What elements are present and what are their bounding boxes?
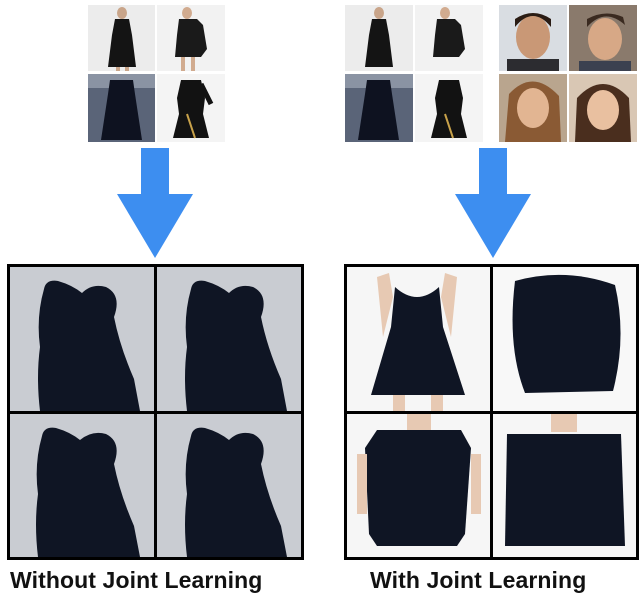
generated-dress-output (347, 414, 490, 557)
input-face-image (499, 5, 567, 71)
input-face-image (569, 5, 637, 71)
input-dress-image (88, 74, 155, 142)
input-dress-image (415, 74, 483, 142)
input-dress-image (345, 5, 413, 71)
input-face-image (569, 74, 637, 142)
generated-dress-output (347, 267, 490, 411)
down-arrow-icon (117, 148, 193, 258)
generated-dress-output (493, 414, 636, 557)
input-dress-image (345, 74, 413, 142)
blurry-dress-output (157, 414, 301, 557)
input-face-image (499, 74, 567, 142)
blurry-dress-output (10, 414, 154, 557)
input-dress-image (157, 5, 225, 71)
input-dress-image (88, 5, 155, 71)
left-caption: Without Joint Learning (10, 567, 263, 593)
down-arrow-icon (455, 148, 531, 258)
blurry-dress-output (10, 267, 154, 411)
right-caption: With Joint Learning (370, 567, 587, 593)
input-dress-image (415, 5, 483, 71)
blurry-dress-output (157, 267, 301, 411)
generated-cape-output (493, 267, 636, 411)
input-dress-image (157, 74, 225, 142)
